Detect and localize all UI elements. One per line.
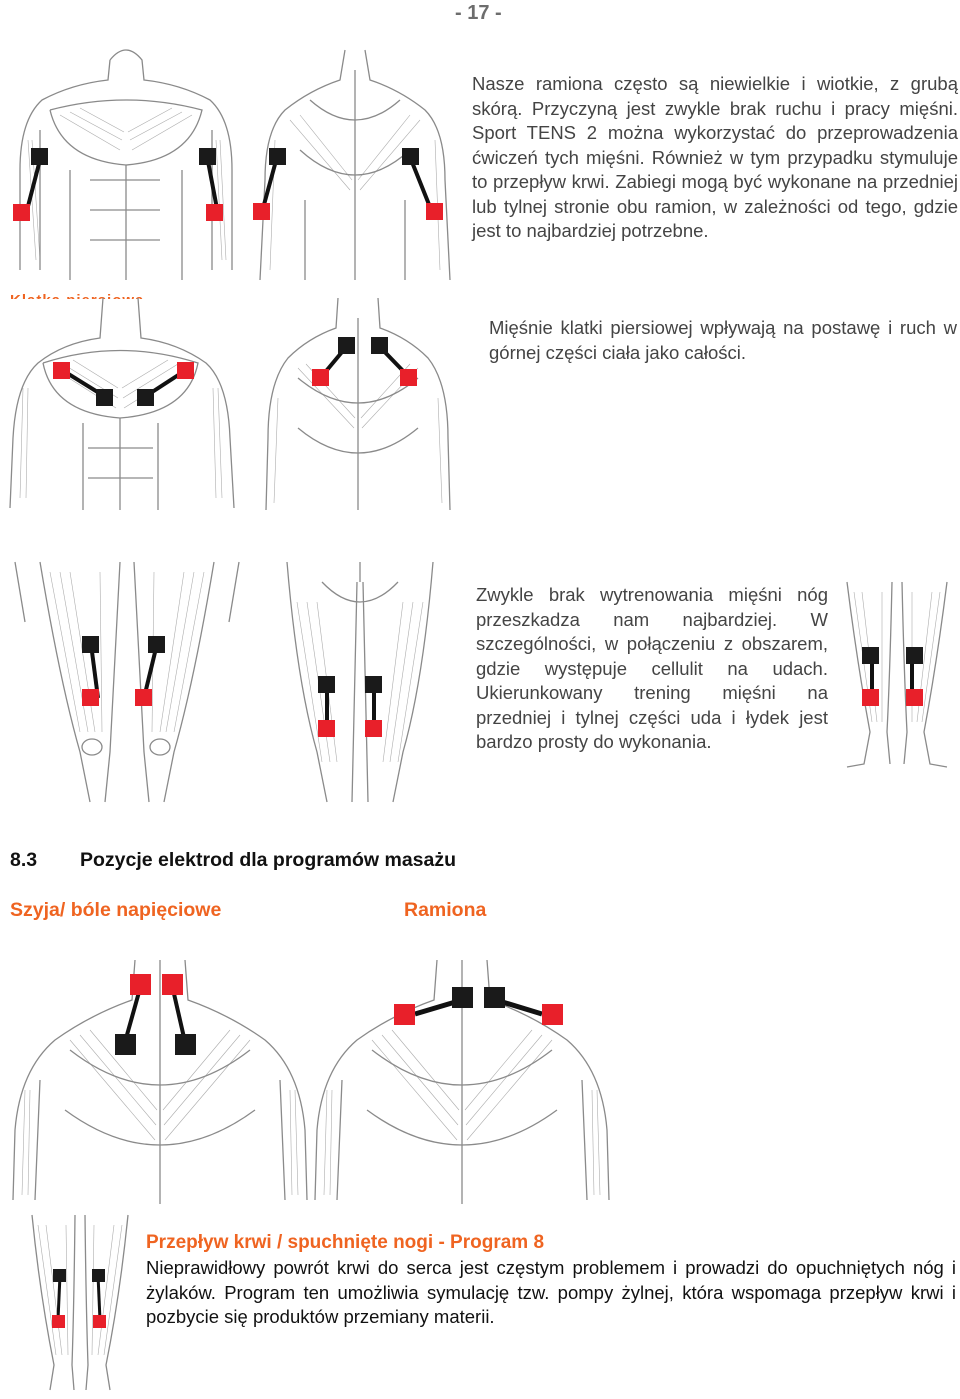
arms-front-figure xyxy=(13,49,233,280)
electrode-black xyxy=(137,389,154,406)
arms-back-figure xyxy=(253,49,451,281)
neck-label: Szyja/ bóle napięciowe xyxy=(10,899,222,921)
electrode-black xyxy=(365,676,382,693)
calves-figure xyxy=(846,581,948,768)
electrode-black xyxy=(402,148,419,165)
electrode-red xyxy=(52,1315,65,1328)
electrode-red xyxy=(206,204,223,221)
electrode-black xyxy=(862,647,879,664)
legs-back-figure xyxy=(286,561,434,803)
electrode-red xyxy=(365,720,382,737)
electrode-red xyxy=(312,369,329,386)
electrode-red xyxy=(542,1004,563,1025)
electrode-red xyxy=(253,203,270,220)
blood-flow-legs-figure xyxy=(31,1214,129,1391)
legs-paragraph: Zwykle brak wytrenowania mięśni nóg prze… xyxy=(476,584,828,752)
electrode-black xyxy=(318,676,335,693)
shoulders-label: Ramiona xyxy=(404,899,487,921)
electrode-black xyxy=(115,1034,136,1055)
legs-front-figure xyxy=(14,561,240,803)
electrode-black xyxy=(269,148,286,165)
electrode-red xyxy=(93,1315,106,1328)
blood-flow-paragraph: Nieprawidłowy powrót krwi do serca jest … xyxy=(146,1257,956,1327)
electrode-red xyxy=(318,720,335,737)
electrode-black xyxy=(148,636,165,653)
electrode-red xyxy=(177,362,194,379)
electrode-red xyxy=(426,203,443,220)
electrode-black xyxy=(452,987,473,1008)
electrode-black xyxy=(92,1269,105,1282)
chest-heading-cut: Klatka piersiowa xyxy=(10,292,144,299)
arms-paragraph: Nasze ramiona często są niewielkie i wio… xyxy=(472,73,958,241)
electrode-red xyxy=(135,689,152,706)
shoulders-figure xyxy=(314,959,610,1204)
electrode-black xyxy=(906,647,923,664)
electrode-red xyxy=(906,689,923,706)
electrode-black xyxy=(31,148,48,165)
electrode-black xyxy=(82,636,99,653)
electrode-black xyxy=(53,1269,66,1282)
electrode-black xyxy=(199,148,216,165)
chest-front-figure xyxy=(9,297,235,510)
neck-figure xyxy=(12,959,308,1204)
section-title: Pozycje elektrod dla programów masażu xyxy=(80,849,457,871)
electrode-black xyxy=(484,987,505,1008)
section-number: 8.3 xyxy=(10,849,38,871)
electrode-black xyxy=(338,337,355,354)
electrode-black xyxy=(175,1034,196,1055)
electrode-red xyxy=(13,204,30,221)
electrode-black xyxy=(371,337,388,354)
section-heading: 8.3 Pozycje elektrod dla programów masażu xyxy=(10,849,456,872)
electrode-black xyxy=(96,389,113,406)
electrode-red xyxy=(862,689,879,706)
page-number: - 17 - xyxy=(455,2,502,24)
electrode-red xyxy=(394,1004,415,1025)
electrode-red xyxy=(130,974,151,995)
electrode-red xyxy=(82,689,99,706)
electrode-red xyxy=(53,362,70,379)
chest-back-figure xyxy=(265,297,451,511)
chest-paragraph: Mięśnie klatki piersiowej wpływają na po… xyxy=(489,317,957,363)
electrode-red xyxy=(400,369,417,386)
electrode-red xyxy=(162,974,183,995)
blood-flow-title: Przepływ krwi / spuchnięte nogi - Progra… xyxy=(146,1232,545,1253)
